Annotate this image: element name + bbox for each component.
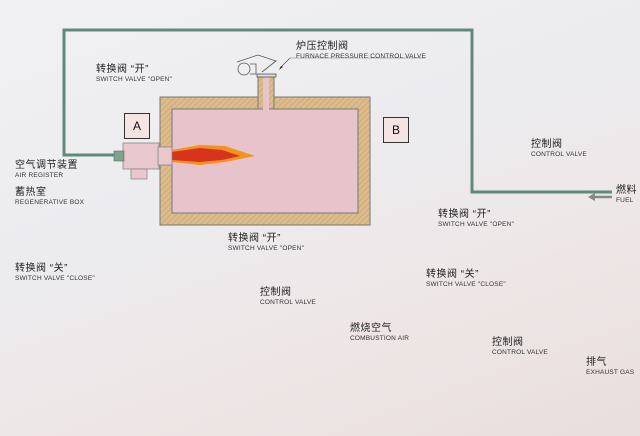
exhaust-gas-label: 排气 EXHAUST GAS <box>586 358 634 377</box>
label-en: SWITCH VALVE "OPEN" <box>228 245 305 252</box>
burner-flame <box>172 145 255 165</box>
label-en: SWITCH VALVE "OPEN" <box>96 76 173 83</box>
regenerative-box-label: 蓄热室 REGENERATIVE BOX <box>15 188 84 207</box>
label-en: SWITCH VALVE "CLOSE" <box>15 275 95 282</box>
fuel-control-valve-label: 控制阀 CONTROL VALVE <box>531 140 587 159</box>
furnace <box>159 75 371 226</box>
label-zh: 转换阀 “开” <box>96 64 149 75</box>
furnace-pressure-valve-icon <box>236 54 277 78</box>
regenerator-a-tag: A <box>124 113 150 139</box>
furnace-pressure-valve-label: 炉压控制阀 FURNACE PRESSURE CONTROL VALVE <box>296 42 426 61</box>
label-en: SWITCH VALVE "OPEN" <box>438 221 515 228</box>
switch-valve-open-right-label: 转换阀 “开” SWITCH VALVE "OPEN" <box>438 210 514 229</box>
fuel-gas-loop-pipe <box>62 28 612 194</box>
label-en: AIR REGISTER <box>15 172 64 179</box>
combustion-air-label: 燃烧空气 COMBUSTION AIR <box>350 324 409 343</box>
label-en: EXHAUST GAS <box>586 369 635 376</box>
regenerator-b-tag: B <box>383 117 409 143</box>
exhaust-control-valve-label: 控制阀 CONTROL VALVE <box>492 338 548 357</box>
label-en: COMBUSTION AIR <box>350 335 410 342</box>
air-register-label: 空气调节装置 AIR REGISTER <box>15 161 78 180</box>
label-zh: 控制阀 <box>260 287 292 298</box>
switch-valve-open-top-label: 转换阀 “开” SWITCH VALVE "OPEN" <box>96 65 172 84</box>
label-zh: 转换阀 “关” <box>15 263 68 274</box>
label-zh: 蓄热室 <box>15 187 47 198</box>
burner-a <box>113 142 173 180</box>
air-control-valve-label: 控制阀 CONTROL VALVE <box>260 288 316 307</box>
label-en: CONTROL VALVE <box>531 151 587 158</box>
switch-valve-close-left-label: 转换阀 “关” SWITCH VALVE "CLOSE" <box>15 264 95 283</box>
label-en: FURNACE PRESSURE CONTROL VALVE <box>296 53 427 60</box>
label-en: CONTROL VALVE <box>260 299 316 306</box>
label-zh: 控制阀 <box>492 337 524 348</box>
switch-valve-close-right-label: 转换阀 “关” SWITCH VALVE "CLOSE" <box>426 270 506 289</box>
label-zh: 燃料 <box>616 185 637 196</box>
label-zh: 空气调节装置 <box>15 160 78 171</box>
switch-valve-open-mid-label: 转换阀 “开” SWITCH VALVE "OPEN" <box>228 234 304 253</box>
label-en: REGENERATIVE BOX <box>15 199 85 206</box>
label-zh: 燃烧空气 <box>350 323 392 334</box>
label-en: FUEL <box>616 197 634 204</box>
label-zh: 转换阀 “开” <box>438 209 491 220</box>
label-en: SWITCH VALVE "CLOSE" <box>426 281 506 288</box>
label-zh: 排气 <box>586 357 607 368</box>
label-zh: 转换阀 “关” <box>426 269 479 280</box>
label-zh: 炉压控制阀 <box>296 41 349 52</box>
fuel-label: 燃料 FUEL <box>616 186 637 205</box>
label-zh: 转换阀 “开” <box>228 233 281 244</box>
label-en: CONTROL VALVE <box>492 349 548 356</box>
label-zh: 控制阀 <box>531 139 563 150</box>
